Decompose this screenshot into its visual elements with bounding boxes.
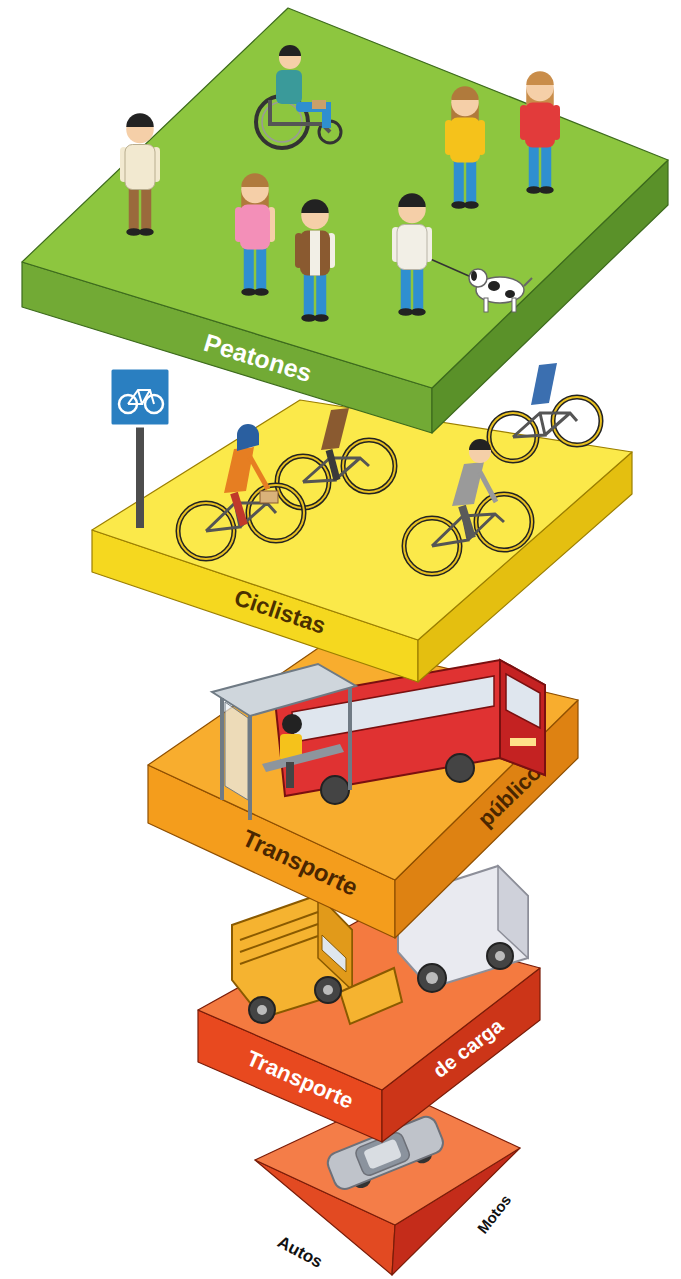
cyclist-layer: Ciclistas bbox=[92, 400, 632, 682]
layer-face bbox=[92, 400, 632, 640]
truck-part bbox=[240, 924, 318, 952]
trailer-part bbox=[498, 866, 528, 958]
cyclist-part bbox=[531, 363, 557, 405]
pedestrian-part bbox=[126, 113, 154, 127]
pedestrian-part bbox=[526, 71, 554, 85]
pedestrian-part bbox=[526, 74, 554, 102]
layer-face bbox=[22, 8, 668, 388]
truck-part bbox=[240, 912, 318, 940]
pedestrian-part bbox=[126, 116, 154, 144]
bike-sign-part bbox=[119, 395, 137, 413]
pedestrian-layer: Peatones bbox=[22, 8, 668, 433]
layer-shape bbox=[22, 8, 668, 433]
bike-sign-part bbox=[110, 368, 170, 426]
layer-shape bbox=[92, 400, 632, 682]
cyclist-part bbox=[553, 397, 601, 445]
layer-label: Autos bbox=[275, 1233, 326, 1271]
public-transport-layer: Transportepúblico bbox=[148, 640, 578, 938]
cyclist-part bbox=[553, 397, 601, 445]
layer-face bbox=[148, 640, 578, 880]
layer-label: Motos bbox=[474, 1192, 513, 1236]
layer-face bbox=[255, 1092, 520, 1225]
cyclist-part bbox=[513, 413, 577, 437]
freight-layer: Transportede carga bbox=[198, 920, 540, 1142]
bike-sign-part bbox=[145, 395, 163, 413]
bike-sign-part bbox=[128, 390, 154, 404]
